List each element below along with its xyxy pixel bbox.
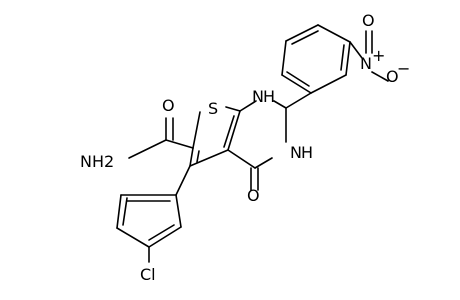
bond-c5-aryl-link — [175, 165, 191, 196]
bond-nitrophenyl-1 — [310, 74, 347, 94]
bond-nitrophenyl-4 — [285, 24, 319, 42]
pyrimidine-nh-top-h-label: H — [263, 87, 275, 106]
nitro-o-top-label: O — [362, 11, 375, 30]
pyrimidine-nh-right-h-label: H — [301, 143, 313, 162]
bond-nitrophenyl-inner-c — [286, 71, 310, 87]
bond-chlorophenyl-4 — [116, 194, 122, 229]
chloro-label: Cl — [140, 265, 156, 284]
bond-thiophene-c6-s — [192, 111, 201, 149]
bond-nitrophenyl-6 — [281, 74, 312, 94]
thiophene-s-label: S — [208, 99, 218, 118]
pyrimidine-nh-top-n-label: N — [252, 87, 264, 106]
bond-pyrimidine-c7a-n1 — [239, 100, 257, 112]
nitro-n-label: N — [360, 54, 372, 73]
bond-amide-c-thiophene — [165, 139, 194, 149]
bond-pyrimidine-n1-c2 — [273, 100, 287, 109]
carbonyl-o-label: O — [247, 186, 260, 205]
bond-layer — [116, 24, 389, 263]
nitro-plus-label: + — [372, 46, 385, 65]
bond-amide-c-n — [128, 139, 167, 159]
bond-thiophene-c4a-c5 — [189, 149, 229, 167]
nitro-o-bottom-label: O — [386, 67, 399, 86]
bond-pyrimidine-c4-c4a — [227, 149, 256, 169]
bond-chlorophenyl-1 — [175, 194, 182, 228]
bond-nitro-o-bottom — [371, 71, 389, 82]
bond-thiophene-c7a-c4a — [227, 110, 241, 151]
bond-nitrophenyl-3 — [317, 24, 351, 43]
bond-chlorophenyl-2 — [148, 226, 182, 248]
bond-pyrimidine-n3-c4 — [254, 157, 273, 169]
bond-thiophene-c7a-c4a-inner — [223, 115, 235, 148]
bond-nitrophenyl-5 — [281, 40, 287, 76]
bond-thiophene-c5-c6-inner — [196, 150, 200, 163]
bond-aryl-nitro — [349, 41, 363, 59]
pyrimidine-nh-right-n-label: N — [290, 143, 302, 162]
atom-label-layer: N H2 O S N H N H O N + O O − Cl — [80, 11, 410, 284]
bond-chlorophenyl-3 — [116, 227, 150, 248]
nitro-minus-label: − — [397, 59, 410, 78]
bond-thiophene-c5-c6 — [189, 147, 194, 167]
bond-thiophene-s-c7a — [225, 106, 241, 112]
bond-c2-aryl-link — [285, 92, 312, 109]
amide-o-label: O — [162, 96, 175, 115]
bond-nitrophenyl-inner-a — [340, 44, 345, 71]
bond-nitrophenyl-2 — [345, 41, 351, 76]
amide-n-label: N — [80, 152, 92, 171]
amide-h2-label: H2 — [92, 152, 114, 171]
bond-nitrophenyl-inner-b — [291, 30, 319, 45]
bond-chlorophenyl-inner-b — [122, 197, 128, 226]
bond-chlorophenyl-inner-a — [148, 224, 175, 241]
